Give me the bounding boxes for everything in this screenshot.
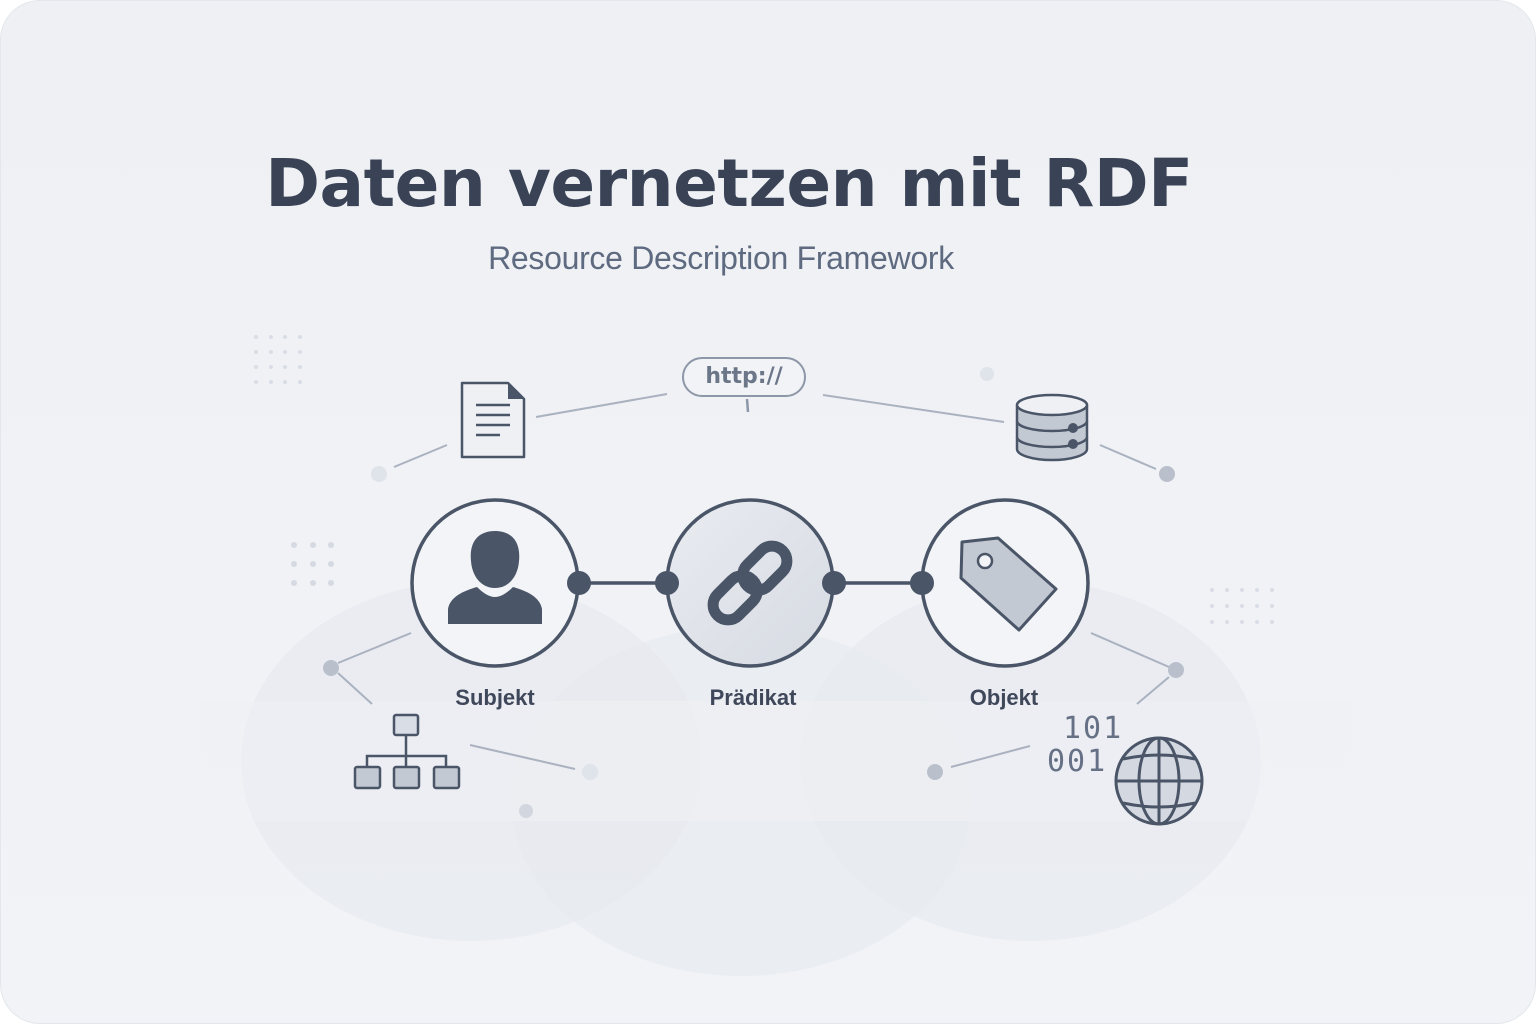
binary-line-2: 001 bbox=[1047, 744, 1108, 779]
link-chain-icon bbox=[707, 540, 793, 626]
binary-line-1: 101 bbox=[1063, 711, 1124, 746]
network-lines bbox=[337, 393, 1170, 770]
predicate-label: Prädikat bbox=[709, 685, 797, 710]
dot-grid-top-left bbox=[254, 335, 302, 384]
subject-node[interactable] bbox=[410, 498, 580, 668]
connector-endpoints bbox=[567, 571, 934, 595]
person-icon bbox=[448, 531, 542, 624]
network-dots bbox=[323, 367, 1184, 818]
database-icon bbox=[1015, 393, 1089, 462]
http-bubble-icon: http:// bbox=[682, 357, 806, 397]
hierarchy-icon bbox=[353, 713, 461, 790]
http-bubble-tail bbox=[745, 398, 750, 413]
document-icon bbox=[460, 381, 526, 459]
dot-grid-mid-left bbox=[291, 542, 334, 586]
page-title: Daten vernetzen mit RDF bbox=[265, 145, 1193, 222]
globe-icon bbox=[1114, 736, 1204, 826]
dot-grid-right bbox=[1210, 588, 1274, 624]
tag-icon bbox=[959, 536, 1058, 632]
predicate-node[interactable] bbox=[665, 498, 835, 668]
object-node[interactable] bbox=[920, 498, 1090, 668]
page-subtitle: Resource Description Framework bbox=[488, 240, 954, 276]
object-label: Objekt bbox=[969, 685, 1039, 710]
background-hills bbox=[201, 581, 1351, 976]
subject-label: Subjekt bbox=[455, 685, 535, 710]
